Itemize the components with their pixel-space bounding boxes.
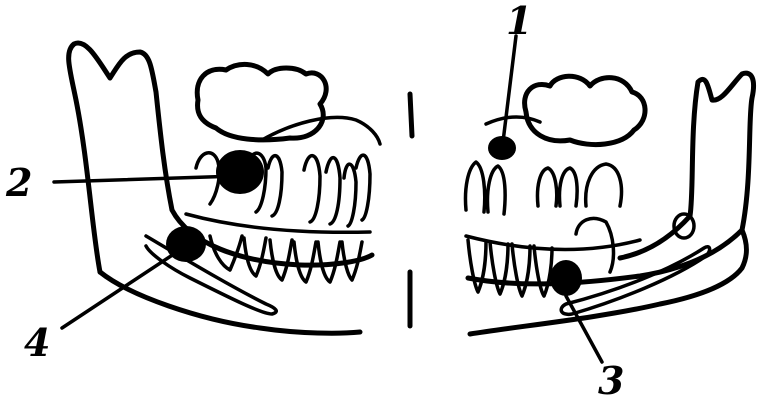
- right-upper-crypt: [525, 76, 645, 144]
- left-upper-dark-tooth: [216, 150, 264, 194]
- left-upper-crypt: [197, 64, 326, 139]
- right-lower-dark-tooth: [550, 260, 582, 296]
- left-jaw: [69, 43, 380, 333]
- left-lower-teeth: [210, 236, 362, 282]
- midline-upper-mark: [410, 94, 412, 136]
- right-jaw: [465, 73, 753, 334]
- right-upper-teeth: [465, 162, 621, 214]
- left-mandible-outline: [69, 43, 372, 272]
- label-4: 4: [24, 320, 50, 365]
- leader-2: [54, 176, 238, 182]
- midline-markers: [410, 94, 412, 326]
- leader-1: [502, 36, 516, 150]
- left-mandible-lower-border: [100, 272, 360, 333]
- label-3: 3: [598, 358, 624, 402]
- leader-4: [62, 250, 180, 328]
- left-occlusal-line: [186, 214, 370, 232]
- right-lower-teeth: [468, 218, 613, 296]
- label-1: 1: [506, 0, 532, 43]
- label-2: 2: [5, 160, 32, 205]
- right-maxilla-line: [486, 117, 540, 124]
